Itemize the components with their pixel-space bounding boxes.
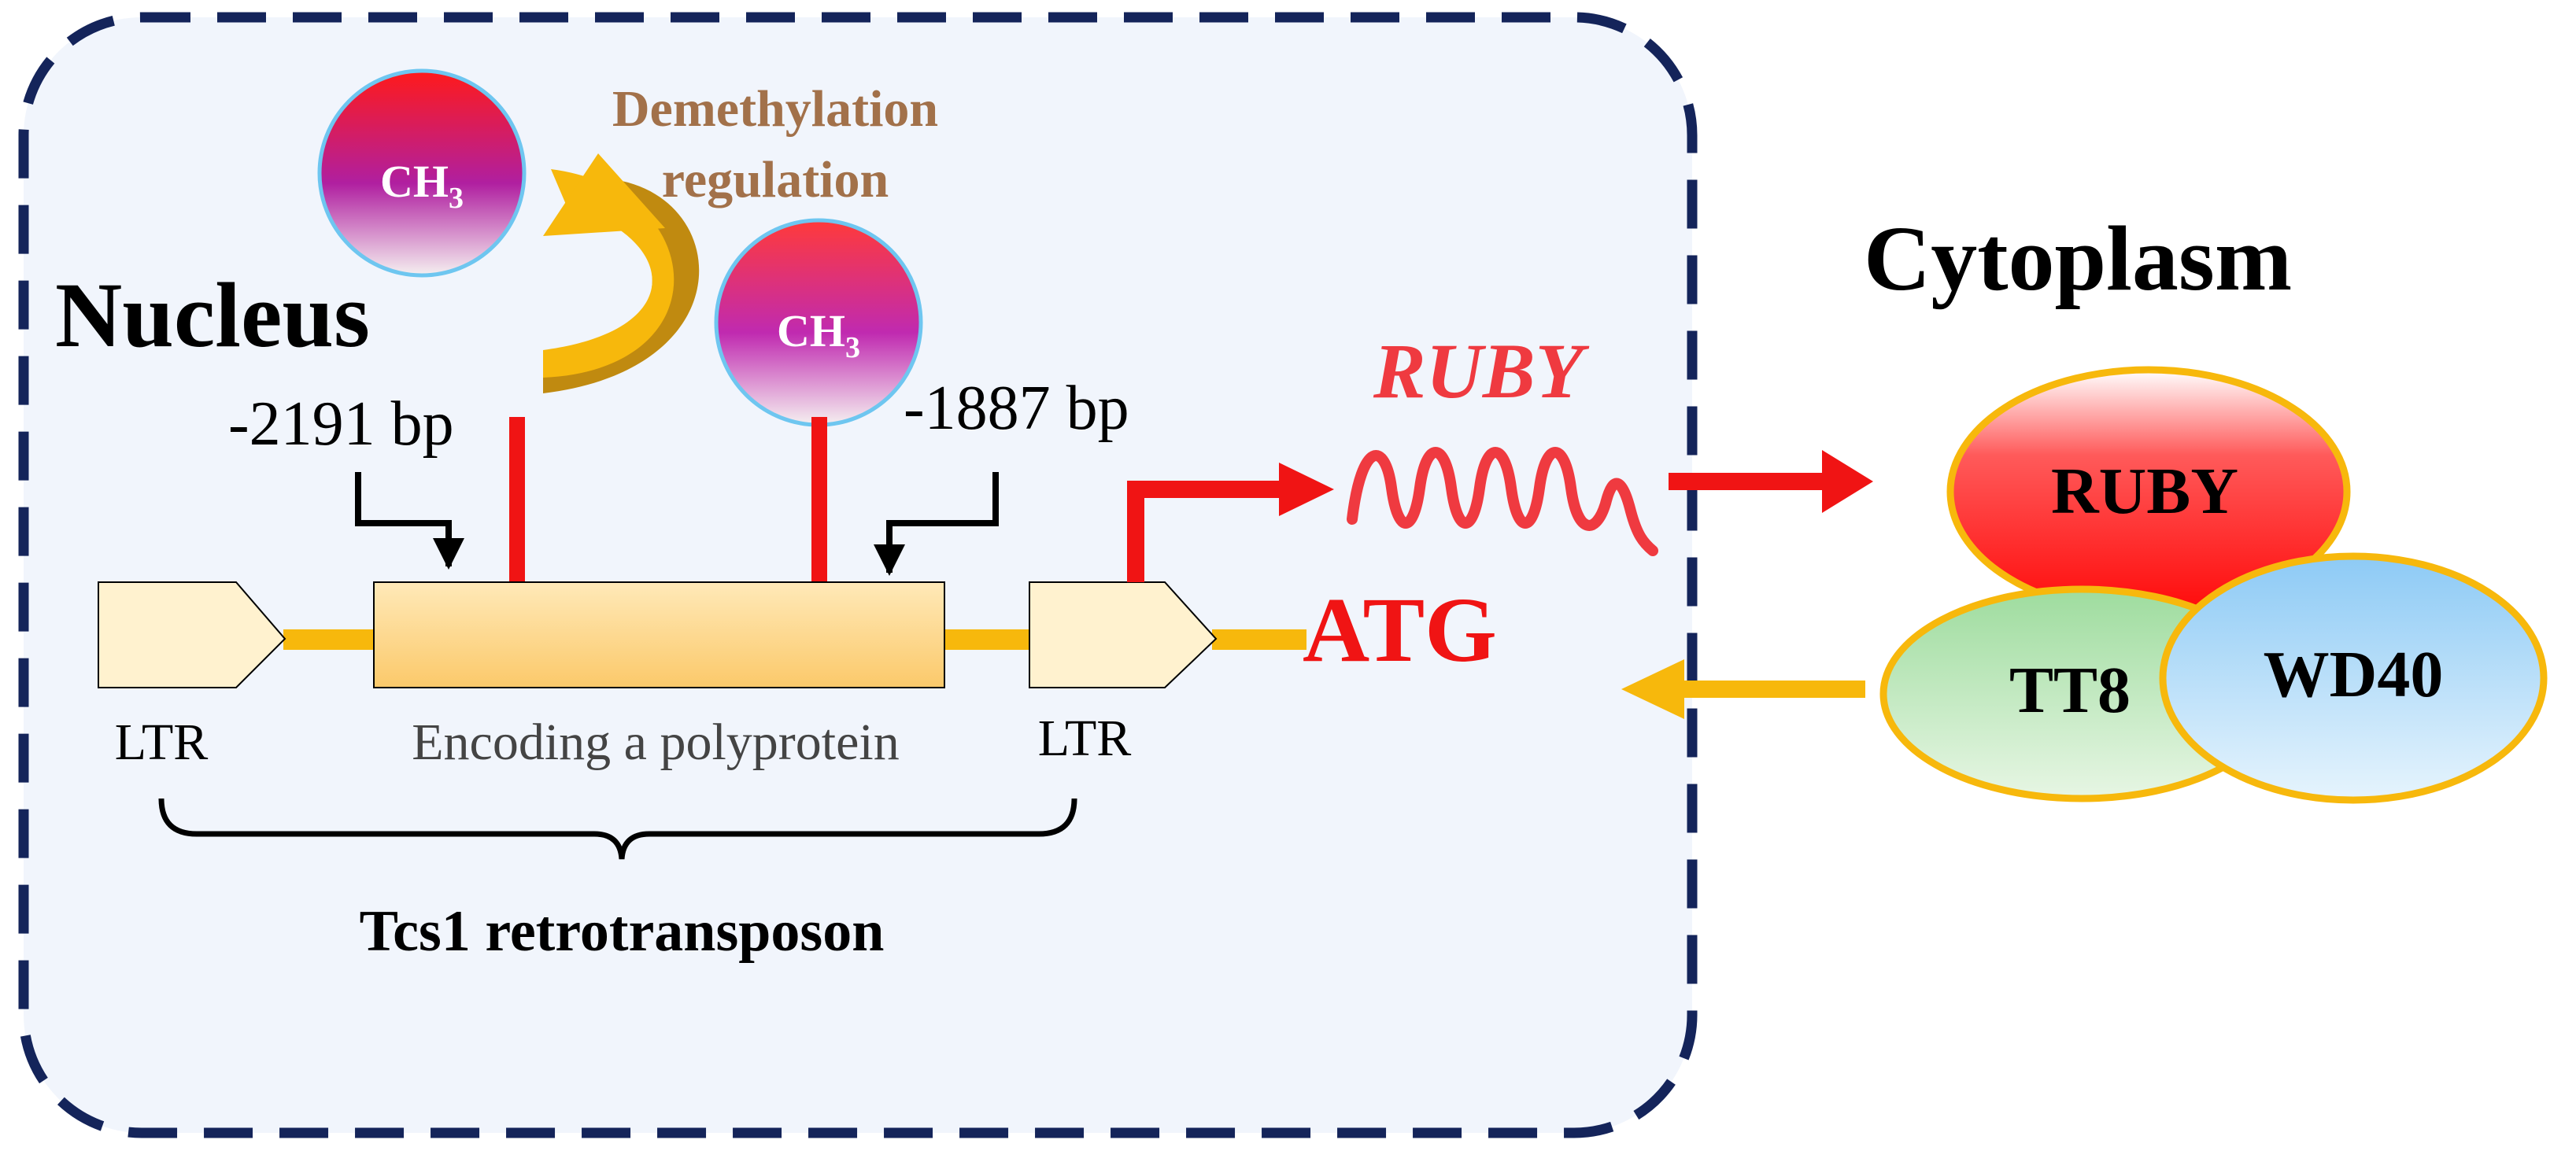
export-arrow-shaft xyxy=(1669,473,1842,490)
site-label-left: -2191 bp xyxy=(228,389,454,459)
retrotransposon-brace xyxy=(158,798,1077,860)
transcription-start-arrow xyxy=(1127,481,1283,582)
mrna-wave xyxy=(1347,447,1658,556)
ruby-protein-label: RUBY xyxy=(2051,455,2238,528)
methyl-group-removed: CH3 xyxy=(317,68,527,278)
methylation-site-right xyxy=(811,417,827,582)
demethylation-label-line2: regulation xyxy=(662,151,889,208)
nucleus-boundary xyxy=(18,12,1698,1138)
site-label-right: -1887 bp xyxy=(904,374,1129,443)
ch3-label: CH xyxy=(380,156,449,207)
polyprotein-region xyxy=(373,581,945,688)
start-codon-label: ATG xyxy=(1303,578,1497,681)
wd40-protein-label: WD40 xyxy=(2264,638,2444,711)
ltr-left-box xyxy=(98,581,286,688)
svg-text:CH3: CH3 xyxy=(777,305,860,364)
feedback-arrowhead xyxy=(1621,659,1684,719)
ltr-right-label: LTR xyxy=(1038,710,1132,767)
ruby-gene-label: RUBY xyxy=(1373,327,1590,415)
ch3-subscript: 3 xyxy=(845,331,860,364)
export-arrowhead xyxy=(1822,450,1873,513)
polyprotein-label: Encoding a polyprotein xyxy=(412,714,900,771)
ltr-left-label: LTR xyxy=(115,714,209,771)
svg-text:CH3: CH3 xyxy=(380,156,464,215)
ch3-label: CH xyxy=(777,305,845,356)
methylation-site-left xyxy=(509,417,525,582)
site-pointer-right xyxy=(874,472,999,576)
connector-line xyxy=(941,629,1031,650)
protein-complex: RUBY TT8 WD40 xyxy=(1879,366,2548,804)
retrotransposon-label: Tcs1 retrotransposon xyxy=(360,899,885,964)
wd40-protein xyxy=(2159,552,2548,804)
connector-line xyxy=(283,629,374,650)
transcription-arrowhead xyxy=(1279,463,1334,516)
site-pointer-left xyxy=(355,472,464,570)
feedback-arrow-shaft xyxy=(1676,681,1865,698)
tt8-protein-label: TT8 xyxy=(2009,654,2131,727)
ch3-subscript: 3 xyxy=(449,182,464,215)
nucleus-title: Nucleus xyxy=(55,264,370,367)
connector-line xyxy=(1212,629,1306,650)
cytoplasm-title: Cytoplasm xyxy=(1864,207,2292,310)
methyl-group-bound: CH3 xyxy=(714,218,923,427)
demethylation-label-line1: Demethylation xyxy=(612,80,938,138)
demethylation-arrow xyxy=(543,153,700,393)
